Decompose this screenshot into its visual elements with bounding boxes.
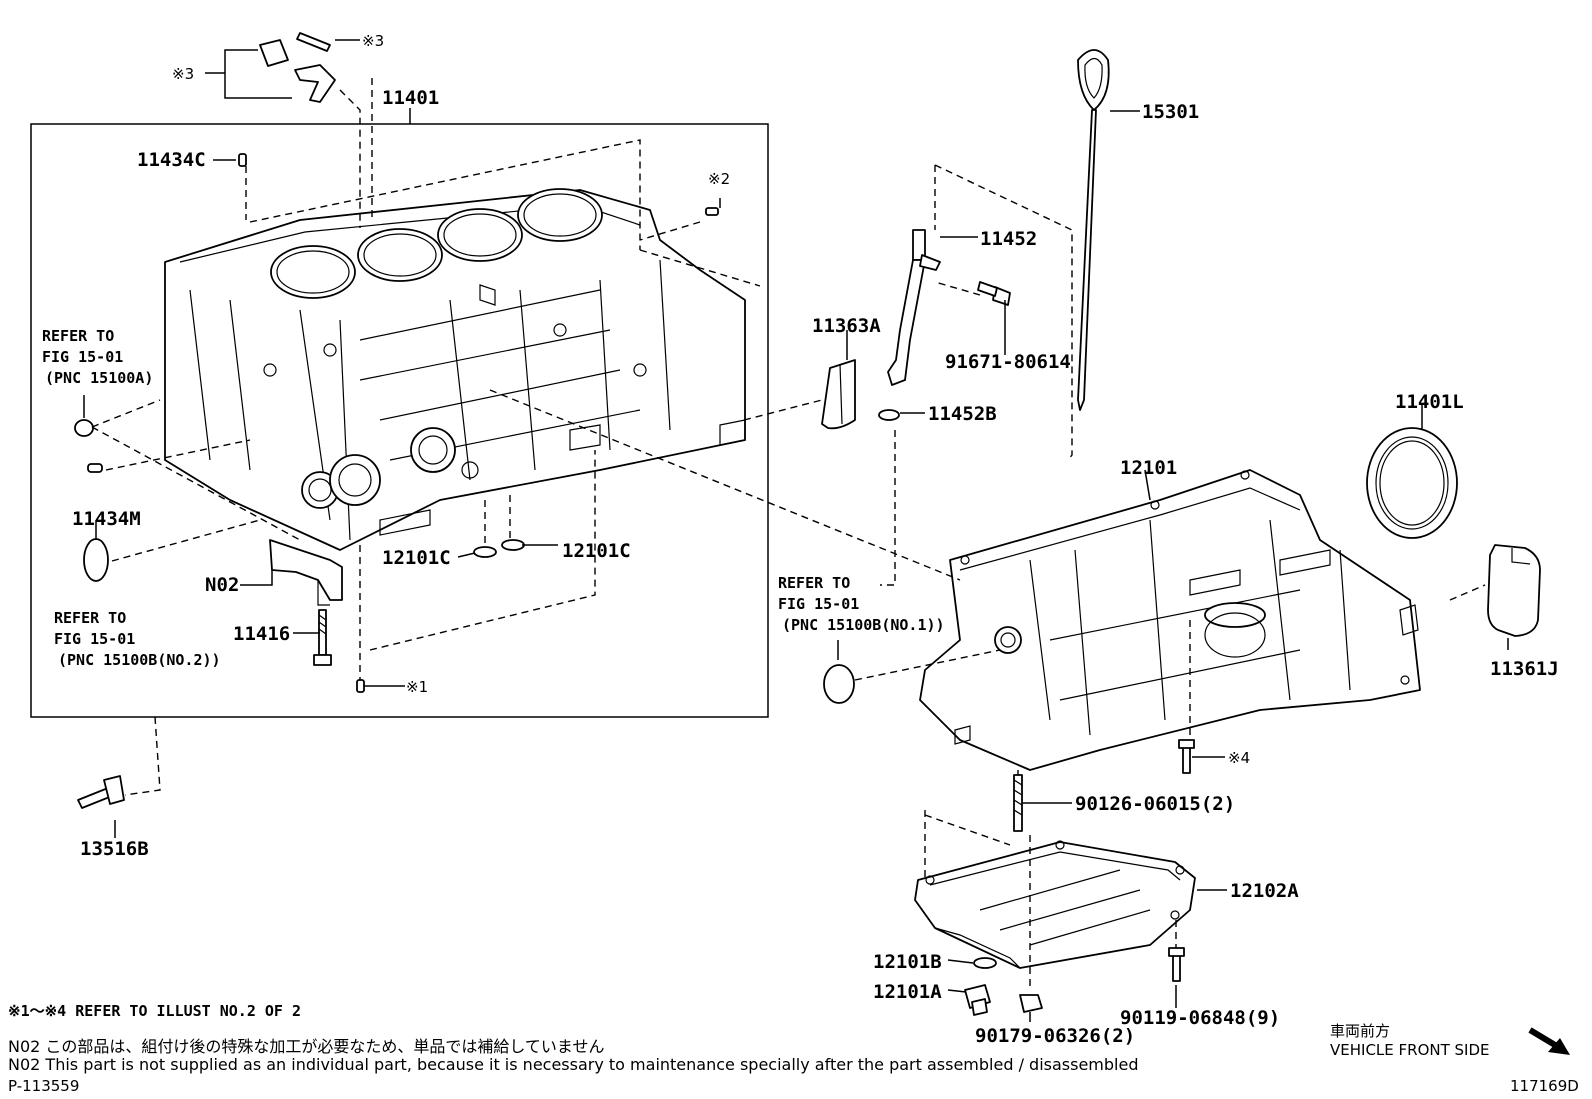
svg-text:REFER TO: REFER TO [42, 327, 114, 345]
svg-text:(PNC 15100B(NO.2)): (PNC 15100B(NO.2)) [58, 651, 221, 669]
label-11401l[interactable]: 11401L [1395, 391, 1464, 413]
stud-and-bolt-drawing [1013, 739, 1195, 832]
vehicle-front-japanese: 車両前方 [1330, 1022, 1391, 1040]
vehicle-front-english: VEHICLE FRONT SIDE [1330, 1041, 1490, 1059]
figure-reference-1[interactable]: REFER TO FIG 15-01 (PNC 15100A) [42, 327, 153, 387]
label-12102a[interactable]: 12102A [1230, 880, 1299, 902]
label-11416[interactable]: 11416 [233, 623, 290, 645]
svg-text:REFER TO: REFER TO [54, 609, 126, 627]
marker-3-a: ※3 [362, 32, 384, 50]
small-parts [74, 32, 719, 693]
marker-1: ※1 [406, 678, 428, 696]
svg-text:FIG 15-01: FIG 15-01 [54, 630, 135, 648]
label-90126-06015[interactable]: 90126-06015(2) [1075, 793, 1235, 815]
baffle-11363a-drawing [821, 359, 856, 430]
label-11434c[interactable]: 11434C [137, 149, 206, 171]
label-90119-06848[interactable]: 90119-06848(9) [1120, 1007, 1280, 1029]
illustration-reference-note: ※1～※4 REFER TO ILLUST NO.2 OF 2 [8, 1002, 301, 1020]
oil-pan-lower-12102a-drawing [914, 840, 1196, 969]
dipstick-guide-11452-drawing [878, 229, 1011, 421]
label-11361j[interactable]: 11361J [1490, 658, 1559, 680]
label-12101a[interactable]: 12101A [873, 981, 942, 1003]
bottom-fasteners-drawing [964, 947, 1185, 1016]
svg-text:FIG 15-01: FIG 15-01 [42, 348, 123, 366]
marker-2: ※2 [708, 170, 730, 188]
label-13516b[interactable]: 13516B [80, 838, 149, 860]
leader-lines [83, 39, 1509, 1022]
part-labels: 11401 11434C 11434M N02 11416 12101C 121… [72, 87, 1559, 1047]
n02-note-japanese: N02 この部品は、組付け後の特殊な加工が必要なため、単品では補給していません [8, 1037, 605, 1056]
n02-note-english: N02 This part is not supplied as an indi… [8, 1055, 1139, 1074]
bearing-cap-n02-drawing [269, 539, 343, 606]
figure-reference-2[interactable]: REFER TO FIG 15-01 (PNC 15100B(NO.2)) [54, 609, 221, 669]
front-direction-arrow-icon [1528, 1027, 1570, 1055]
label-12101c-a[interactable]: 12101C [382, 547, 451, 569]
label-91671-80614[interactable]: 91671-80614 [945, 351, 1071, 373]
plug-13516b-drawing [77, 775, 125, 809]
label-11452[interactable]: 11452 [980, 228, 1037, 250]
svg-text:(PNC 15100B(NO.1)): (PNC 15100B(NO.1)) [782, 616, 945, 634]
label-12101c-b[interactable]: 12101C [562, 540, 631, 562]
figure-reference-3[interactable]: REFER TO FIG 15-01 (PNC 15100B(NO.1)) [778, 574, 945, 634]
svg-text:FIG 15-01: FIG 15-01 [778, 595, 859, 613]
label-11452b[interactable]: 11452B [928, 403, 997, 425]
oil-seal-11401l-drawing [1366, 427, 1458, 539]
svg-text:REFER TO: REFER TO [778, 574, 850, 592]
label-11401[interactable]: 11401 [382, 87, 439, 109]
label-15301[interactable]: 15301 [1142, 101, 1199, 123]
bolt-11416-drawing [313, 609, 332, 666]
marker-4: ※4 [1228, 749, 1250, 767]
cylinder-block-group-frame [30, 123, 769, 718]
label-12101b[interactable]: 12101B [873, 951, 942, 973]
label-12101[interactable]: 12101 [1120, 457, 1177, 479]
illustration-code-right: 117169D [1510, 1077, 1579, 1095]
marker-3-b: ※3 [172, 65, 194, 83]
oil-pan-upper-12101-drawing [919, 469, 1421, 771]
label-n02[interactable]: N02 [205, 574, 239, 596]
label-11434m[interactable]: 11434M [72, 508, 141, 530]
o-ring-ref3 [823, 664, 855, 704]
svg-text:(PNC 15100A): (PNC 15100A) [45, 369, 153, 387]
assembly-dashed-lines [91, 78, 1486, 990]
label-90179-06326[interactable]: 90179-06326(2) [975, 1025, 1135, 1047]
reference-markers: ※1 ※2 ※3 ※3 ※4 [172, 32, 1250, 767]
illustration-code-left: P-113559 [8, 1077, 80, 1095]
cylinder-block-drawing [164, 188, 746, 551]
label-11363a[interactable]: 11363A [812, 315, 881, 337]
cover-11361j-drawing [1487, 544, 1541, 637]
dipstick-15301-drawing [1077, 49, 1110, 411]
